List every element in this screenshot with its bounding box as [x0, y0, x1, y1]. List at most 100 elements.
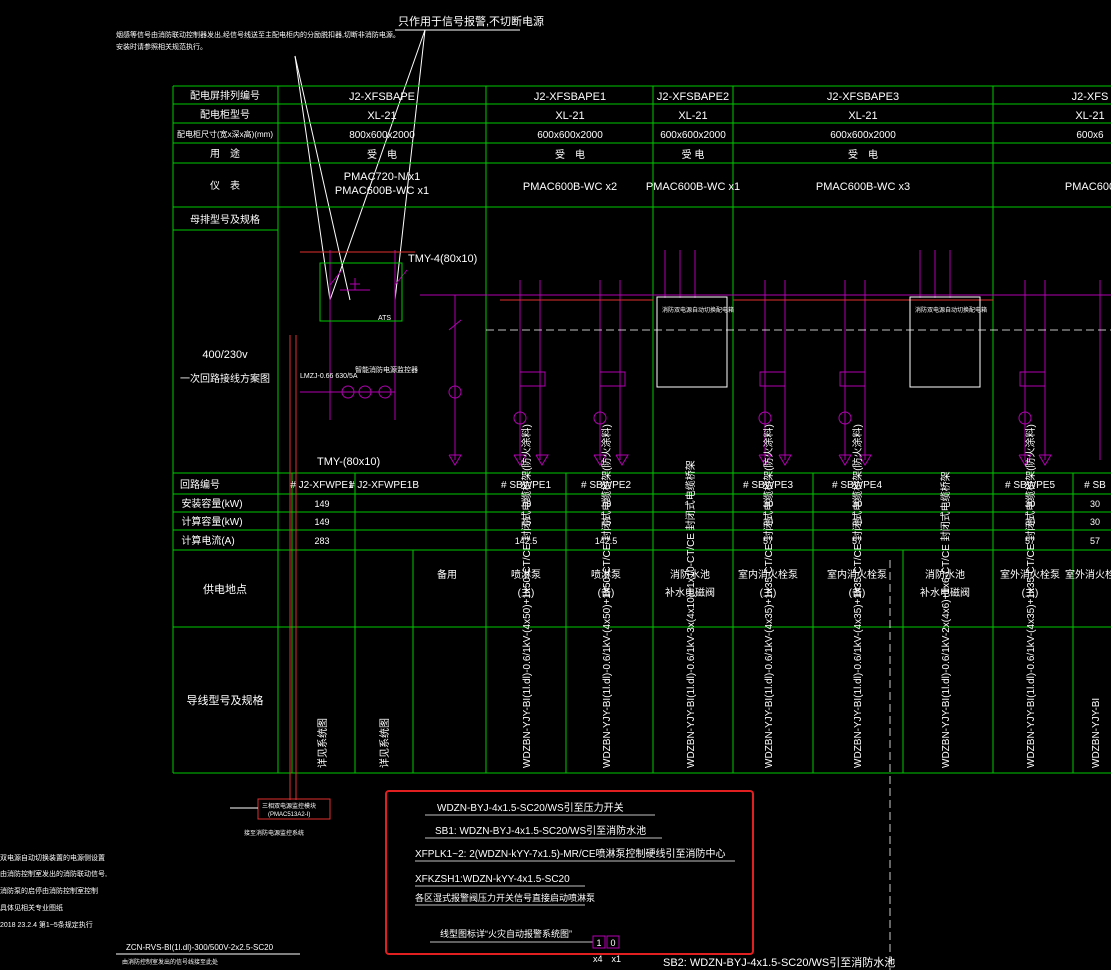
- col-1-cable: 详见系统图: [378, 718, 391, 768]
- note-a-line2: 安装时请参照相关规范执行。: [116, 42, 207, 51]
- panel-1-meter1: PMAC600B-WC x2: [523, 181, 617, 193]
- col-3-circuit: # SBWPE1: [501, 480, 551, 491]
- busbar-bottom-label: TMY-(80x10): [317, 456, 380, 468]
- monitor-module-line2: (PMAC513A2-I): [268, 812, 310, 818]
- col-8-load-1: 补水电磁阀: [920, 586, 970, 599]
- col-4-calc-kw: 75: [601, 517, 611, 527]
- col-10-calc-kw: 30: [1090, 517, 1100, 527]
- header-busbar: 母排型号及规格: [190, 213, 260, 226]
- col-4-installed: 75: [601, 499, 611, 509]
- col-5-cable: WDZBN-YJY-BI(1l.dl)-0.6/1kV-3x(4x10)+1x1…: [684, 460, 697, 768]
- col-10-cable: WDZBN-YJY-BI: [1091, 698, 1102, 768]
- col-6-load-1: (主): [760, 587, 777, 599]
- col-9-load-0: 室外消火栓泵: [1000, 568, 1060, 581]
- col-2-load-0: 备用: [437, 568, 457, 581]
- panel-0-size: 800x600x2000: [349, 130, 415, 141]
- panel-1-type: XL-21: [555, 110, 584, 122]
- header-load: 供电地点: [203, 582, 247, 596]
- table-grid: [172, 85, 1111, 774]
- panel-3-type: XL-21: [848, 110, 877, 122]
- highlight-line2: SB1: WDZN-BYJ-4x1.5-SC20/WS引至消防水池: [435, 824, 646, 837]
- panel-3-meter1: PMAC600B-WC x3: [816, 181, 910, 193]
- col-9-cable: WDZBN-YJY-BI(1l.dl)-0.6/1kV-(4x35)+1x35-…: [1024, 424, 1037, 768]
- valve-box-1-title: 消防双电源自动切换配电箱: [662, 306, 734, 314]
- ct-main-label: LMZJ-0.66 630/5A: [300, 373, 358, 380]
- panel-3-no: J2-XFSBAPE3: [827, 91, 899, 103]
- col-7-calc-a: 57: [852, 536, 862, 546]
- side-note-3: 消防泵的启停由消防控制室控制: [0, 886, 98, 895]
- col-8-cable: WDZBN-YJY-BI(1l.dl)-0.6/1kV-2x(4x6)+1x6-…: [939, 471, 952, 768]
- col-10-circuit: # SB: [1084, 480, 1106, 491]
- col-9-circuit: # SBWPE5: [1005, 480, 1055, 491]
- box-symbol-1: [592, 935, 606, 949]
- highlight-line6: 线型图标详“火灾自动报警系统图”: [440, 928, 572, 939]
- panel-3-size: 600x600x2000: [830, 130, 896, 141]
- header-scheme: 一次回路接线方案图: [180, 372, 270, 385]
- col-0-installed: 149: [314, 499, 329, 509]
- box-symbol-count: x4 x1: [593, 954, 621, 964]
- panel-0-meter2: PMAC600B-WC x1: [335, 185, 429, 197]
- panel-2-no: J2-XFSBAPE2: [657, 91, 729, 103]
- col-6-load-0: 室内消火栓泵: [738, 568, 798, 581]
- panel-4-meter1: PMAC600: [1065, 181, 1111, 193]
- col-4-circuit: # SBWPE2: [581, 480, 631, 491]
- col-4-load-0: 喷淋泵: [591, 568, 621, 581]
- ct-main-note: 智能消防电源监控器: [355, 365, 418, 374]
- note-b: 只作用于信号报警,不切断电源: [398, 14, 544, 28]
- valve-box-1: [656, 296, 728, 388]
- highlight-line1: WDZN-BYJ-4x1.5-SC20/WS引至压力开关: [437, 801, 624, 814]
- panel-1-size: 600x600x2000: [537, 130, 603, 141]
- col-4-calc-a: 142.5: [595, 536, 618, 546]
- panel-4-size: 600x6: [1076, 130, 1104, 141]
- panel-1-no: J2-XFSBAPE1: [534, 91, 606, 103]
- note-a-line1: 烟感等信号由消防联动控制器发出,经信号线送至主配电柜内的分励脱扣器,切断非消防电…: [116, 30, 400, 39]
- col-6-installed: 30: [763, 499, 773, 509]
- col-0-calc-kw: 149: [314, 517, 329, 527]
- panel-2-type: XL-21: [678, 110, 707, 122]
- panel-0-usage: 受 电: [367, 148, 397, 161]
- valve-box-2-title: 消防双电源自动切换配电箱: [915, 306, 987, 314]
- side-note-1: 双电源自动切换装置的电源侧设置: [0, 853, 105, 862]
- control-wires: [289, 251, 993, 800]
- col-4-load-1: (备): [598, 586, 615, 599]
- col-6-cable: WDZBN-YJY-BI(1l.dl)-0.6/1kV-(4x35)+1x35-…: [762, 424, 775, 768]
- bottom-cable: ZCN-RVS-BI(1l.dl)-300/500V-2x2.5-SC20: [126, 943, 274, 952]
- col-7-load-1: (备): [849, 586, 866, 599]
- box-symbol-1-label: 1: [596, 938, 601, 948]
- col-9-load-1: (主): [1022, 587, 1039, 599]
- highlight-lines: [415, 814, 735, 943]
- col-8-load-0: 消防水池: [925, 568, 965, 581]
- header-panel-type: 配电柜型号: [200, 108, 250, 121]
- header-panel-no: 配电屏排列编号: [190, 89, 260, 102]
- panel-4-type: XL-21: [1075, 110, 1104, 122]
- col-10-load-0: 室外消火栓泵: [1065, 568, 1111, 581]
- header-circuit-no: 回路编号: [180, 478, 220, 491]
- header-panel-size: 配电柜尺寸(宽x深x高)(mm): [177, 129, 273, 139]
- col-7-calc-kw: 30: [852, 517, 862, 527]
- header-voltage: 400/230v: [202, 349, 248, 361]
- col-0-circuit: # J2-XFWPE1: [290, 480, 354, 491]
- panel-4-no: J2-XFS: [1072, 91, 1109, 103]
- col-3-installed: 75: [521, 499, 531, 509]
- col-9-installed: 30: [1025, 499, 1035, 509]
- monitor-module-line1: 三相双电源监控模块: [262, 802, 316, 810]
- col-6-calc-kw: 30: [763, 517, 773, 527]
- panel-2-usage: 受 电: [682, 148, 705, 161]
- header-calc-a: 计算电流(A): [181, 534, 234, 547]
- col-0-calc-a: 283: [314, 536, 329, 546]
- busbar-top-label: TMY-4(80x10): [408, 253, 477, 265]
- col-7-cable: WDZBN-YJY-BI(1l.dl)-0.6/1kV-(4x35)+1x35-…: [851, 424, 864, 768]
- ats-number: ATS: [378, 315, 391, 322]
- header-meter: 仪 表: [210, 179, 240, 192]
- panel-0-type: XL-21: [367, 110, 396, 122]
- side-note-2: 由消防控制室发出的消防联动信号,: [0, 869, 107, 878]
- bottom-note: 由消防控制室发出的信号线接至此处: [122, 958, 218, 966]
- panel-0-no: J2-XFSBAPE: [349, 91, 415, 103]
- box-symbol-2: [606, 935, 620, 949]
- col-5-load-1: 补水电磁阀: [665, 586, 715, 599]
- col-3-load-1: (主): [518, 587, 535, 599]
- col-4-cable: WDZBN-YJY-BI(1l.dl)-0.6/1kV-(4x50)+1x50-…: [600, 424, 613, 768]
